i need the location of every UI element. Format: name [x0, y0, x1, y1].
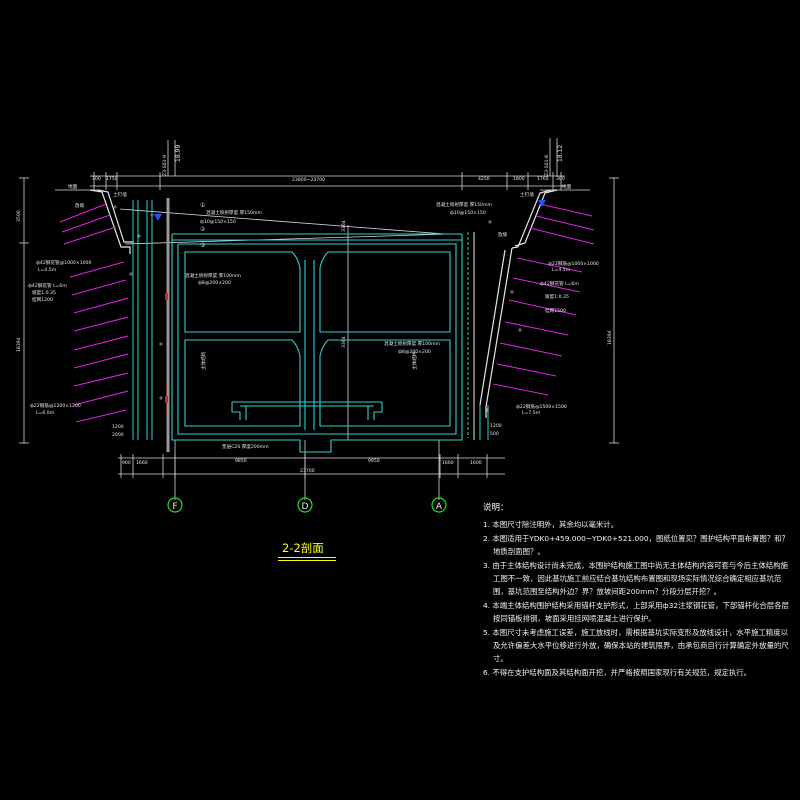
wall-note: 混凝土喷射厚度 厚150mm	[206, 209, 262, 216]
bottom-note: 垫层C20 厚度200mm	[222, 443, 269, 450]
spec-label: 500	[490, 431, 499, 437]
axis-label-f: F	[172, 502, 177, 512]
spec-label: 挂网1500	[545, 307, 566, 314]
wall-note: ф8@200×200	[198, 280, 231, 286]
station-elev: 18.99	[175, 145, 182, 162]
note-item: 3. 由于主体结构设计尚未完成，本围护结构施工图中尚无主体结构内容可套与今后主体…	[483, 560, 789, 597]
axis-label-d: D	[302, 502, 309, 512]
dim-text: 1765	[537, 176, 549, 182]
wall-note: 混凝土喷射厚度 厚100mm	[185, 272, 241, 279]
dim-text: 3364	[341, 220, 347, 232]
inner-label: 主体结构	[200, 351, 207, 370]
slope-label: 放坡	[75, 202, 85, 209]
level-marker: ②	[200, 226, 206, 233]
dim-text: 9850	[235, 458, 247, 464]
spec-label: ф22钢筋@1200×1200	[30, 402, 81, 409]
station-label: Z3-S01-9	[162, 155, 168, 176]
dim-text: 23700	[300, 468, 315, 474]
note-item: 6. 不得在支护结构面及其结构面开挖，并严格按照国家现行有关规范，规定执行。	[483, 667, 752, 677]
dim-text: 1660	[136, 460, 148, 466]
note-item: 5. 本图尺寸未考虑施工误差，施工放线时，需根据基坑实际变形及放线设计，水平施工…	[483, 627, 789, 664]
spec-label: 2000	[112, 432, 124, 438]
axis-bubble-d	[297, 497, 313, 513]
inner-label: 主体结构	[411, 351, 418, 370]
wall-note: 混凝土喷射厚度 厚150mm	[436, 201, 492, 208]
dim-text: 4250	[478, 176, 490, 182]
ground-label: 地面	[68, 183, 78, 190]
dim-text: 1660	[442, 460, 454, 466]
wall-note: 混凝土喷射厚度 厚100mm	[384, 340, 440, 347]
axis-label-a: A	[436, 502, 443, 512]
wall-note: ф8@200×200	[398, 349, 431, 355]
dim-text: 300	[92, 176, 101, 182]
level-marker: ①	[200, 202, 205, 209]
spec-label: L=6.0m	[36, 410, 55, 416]
axis-bubble-a	[431, 497, 447, 513]
reinforcement-marks	[113, 205, 522, 412]
section-markers	[165, 293, 168, 403]
dim-text: 1800	[513, 176, 525, 182]
dim-text: 900	[122, 460, 131, 466]
main-structure	[171, 233, 463, 453]
dim-text: 3364	[341, 336, 347, 348]
spec-label: 挂网1200	[32, 296, 53, 303]
water-level-icon	[538, 200, 546, 207]
level-marker: ③	[200, 242, 205, 249]
notes-block: 说明： 1. 本图尺寸除注明外，其余均以毫米计。 2. 本图适用于YDK0+45…	[483, 502, 795, 679]
water-level-icon	[154, 214, 162, 221]
dimension-lines	[19, 172, 619, 500]
spec-label: L=7.5m	[522, 410, 541, 416]
station-label: Z3-S01-8	[544, 155, 550, 176]
soil-nail-label: 土钉墙	[520, 191, 534, 198]
dim-text: 1600	[470, 460, 482, 466]
level-markers: ① ② ③	[200, 202, 206, 249]
spec-label: 坡度1:0.35	[545, 293, 569, 300]
spec-label: 1200	[490, 423, 502, 429]
note-item: 1. 本图尺寸除注明外，其余均以毫米计。	[483, 520, 619, 530]
spec-label: L=4.5m	[38, 267, 57, 273]
dim-text: 18394	[607, 330, 613, 345]
spec-label: L=4.5m	[552, 267, 571, 273]
axis-bubble-f	[167, 497, 183, 513]
axis-circles	[167, 497, 447, 513]
spec-label: 1200	[112, 424, 124, 430]
retaining-walls	[132, 200, 489, 440]
dim-text: 23800~23700	[292, 177, 325, 183]
spec-label: ф22钢筋@1000×1000	[548, 260, 599, 267]
excavation-slopes	[89, 189, 558, 418]
note-item: 4. 本端主体结构围护结构采用锚杆支护形式，上部采用ф32注浆钢花管，下部锚杆化…	[483, 600, 789, 624]
station-lines	[167, 138, 558, 176]
water-level-markers	[154, 200, 546, 221]
spec-label: ф22钢筋@1500×1500	[516, 403, 567, 410]
section-title-underline	[278, 560, 336, 561]
slope-label: 放坡	[498, 231, 508, 238]
dim-text: 18394	[16, 337, 22, 352]
soil-nail-label: 土钉墙	[113, 191, 127, 198]
section-title-underline	[278, 557, 336, 558]
notes-heading: 说明：	[483, 503, 509, 513]
spec-label: 坡度1:0.35	[32, 289, 56, 296]
ground-label: 地面	[562, 183, 572, 190]
spec-label: ф42钢花管 L=6m	[28, 282, 67, 289]
wall-note: ф10@150×150	[450, 210, 486, 216]
soil-nails	[59, 203, 595, 423]
dim-text: 300	[556, 176, 565, 182]
dim-text: 3500	[16, 210, 22, 222]
dim-text: 9950	[368, 458, 380, 464]
spec-label: ф42钢花管@1000×1000	[36, 259, 91, 266]
note-item: 2. 本图适用于YDK0+459.000~YDK0+521.000，图纸位置见？…	[483, 533, 789, 557]
wall-note: ф10@150×150	[200, 219, 236, 225]
dim-text: 1750	[106, 176, 118, 182]
section-title: 2-2剖面	[282, 541, 324, 555]
spec-label: ф42钢花管 L=6m	[540, 280, 579, 287]
station-elev: 18.12	[557, 145, 564, 162]
